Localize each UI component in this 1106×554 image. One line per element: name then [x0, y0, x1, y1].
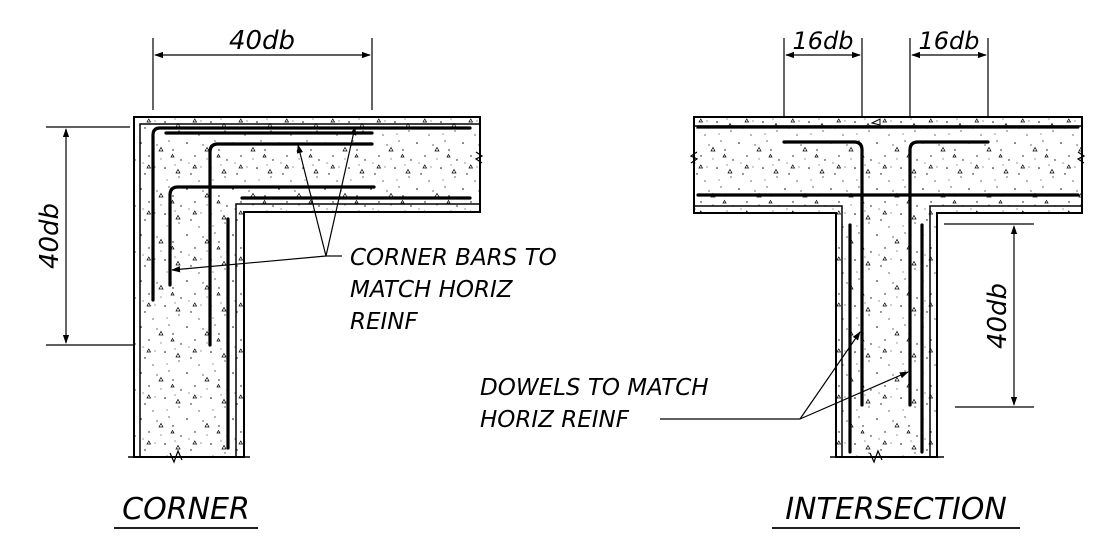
intersection-dim-vertical: 40db — [944, 223, 1034, 408]
intersection-break-mark-right — [1076, 151, 1086, 164]
corner-dim-horizontal: 40db — [152, 26, 373, 110]
intersection-dowel-right — [908, 140, 990, 407]
intersection-dowels — [782, 140, 990, 407]
intersection-horizontal-bars — [696, 125, 1080, 454]
corner-dim-vertical-label: 40db — [35, 203, 65, 269]
intersection-break-mark-left — [689, 151, 699, 164]
corner-wall-inner-face — [139, 123, 480, 457]
intersection-wall-concrete — [693, 116, 1083, 458]
corner-note: CORNER BARS TO MATCH HORIZ REINF — [350, 245, 564, 335]
intersection-detail: 16db 16db 40db DOWELS TO MATCH HORIZ REI… — [480, 27, 1086, 529]
corner-break-mark-right — [474, 151, 484, 164]
intersection-note: DOWELS TO MATCH HORIZ REINF — [480, 375, 716, 433]
intersection-dim-right-label: 16db — [918, 27, 979, 55]
corner-dim-vertical: 40db — [35, 126, 134, 346]
corner-detail: 40db 40db CORNER BARS TO MATCH HORIZ REI… — [35, 26, 564, 529]
corner-title: CORNER — [122, 492, 250, 527]
corner-horizontal-bars — [151, 126, 472, 450]
corner-bar-inner — [208, 142, 374, 347]
corner-dim-horizontal-label: 40db — [229, 26, 295, 56]
intersection-dim-top: 16db 16db — [783, 27, 989, 126]
intersection-title: INTERSECTION — [785, 492, 1007, 527]
corner-bar-outer — [168, 185, 376, 287]
intersection-dowel-left — [782, 140, 864, 407]
intersection-dim-vertical-label: 40db — [983, 283, 1013, 349]
corner-leaders — [171, 126, 357, 273]
corner-bars — [168, 142, 376, 347]
intersection-dim-left-label: 16db — [792, 27, 853, 55]
intersection-leaders — [660, 331, 909, 420]
